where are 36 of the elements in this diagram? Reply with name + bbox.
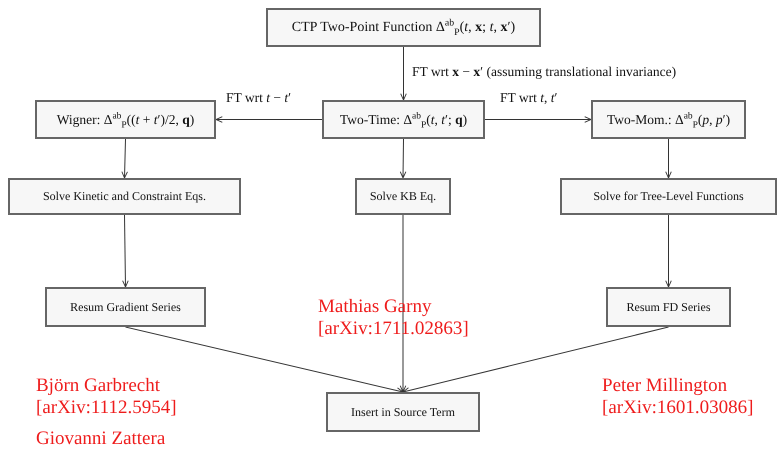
process-box <box>266 8 541 47</box>
arrow <box>216 116 322 123</box>
process-box <box>560 178 777 215</box>
box-text: Two-Mom.: Δ$^{ab}$$_{P}$(p, p′) <box>606 112 730 128</box>
box-text: Resum FD Series <box>626 300 710 314</box>
arrow <box>121 138 128 178</box>
process-box <box>591 100 746 139</box>
author-reference: Björn Garbrecht [arXiv:1112.5954] <box>36 375 178 419</box>
arrow <box>665 138 672 178</box>
process-box <box>326 392 480 432</box>
box-text: Solve KB Eq. <box>370 189 436 204</box>
arrow <box>400 46 407 100</box>
box-text: Solve Kinetic and Constraint Eqs. <box>43 189 206 204</box>
edge-label: FT wrt t, t′ <box>498 90 560 106</box>
arrow <box>402 326 669 394</box>
arrow <box>122 214 129 288</box>
author-reference: Peter Millington [arXiv:1601.03086] <box>602 375 754 419</box>
arrow <box>125 326 404 394</box>
process-box <box>8 178 241 215</box>
arrow <box>400 138 406 178</box>
process-box <box>322 100 485 139</box>
box-text: Two-Time: Δ$^{ab}$$_{P}$(t, t′; q) <box>340 112 468 128</box>
arrow <box>400 214 406 392</box>
edge-label: FT wrt x − x′ (assuming translational invariance) <box>410 64 678 80</box>
arrow <box>484 116 592 123</box>
process-box <box>355 178 451 215</box>
box-text: Insert in Source Term <box>351 404 455 420</box>
author-reference: Giovanni Zattera <box>36 428 166 450</box>
box-text: Solve for Tree-Level Functions <box>593 189 744 204</box>
process-box <box>35 100 216 139</box>
process-box <box>45 287 206 327</box>
process-box <box>606 287 731 327</box>
box-text: Resum Gradient Series <box>70 300 181 314</box>
box-text: Wigner: Δ$^{ab}$$_{P}$((t + t′)/2, q) <box>56 112 194 128</box>
arrow <box>665 214 672 288</box>
box-text: CTP Two-Point Function Δ$^{ab}$$_{P}$(t, x; t, x′) <box>292 20 516 36</box>
